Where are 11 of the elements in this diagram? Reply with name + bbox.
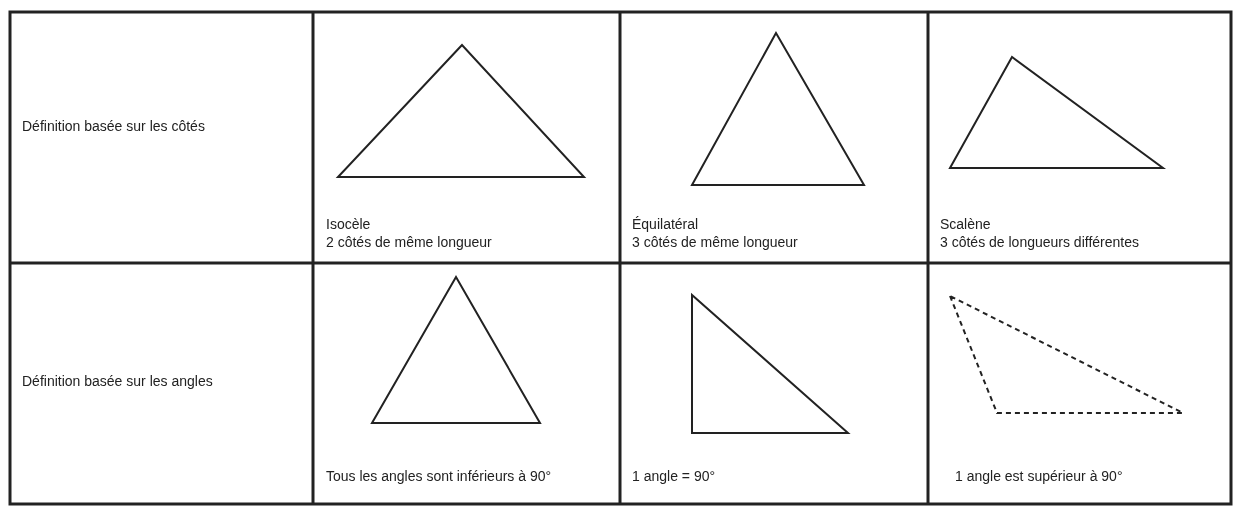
triangle-caption: Équilatéral bbox=[632, 216, 700, 233]
triangle-caption: 1 angle = 90° bbox=[632, 468, 717, 485]
triangle-caption: 1 angle est supérieur à 90° bbox=[955, 468, 1124, 485]
triangle-caption: 3 côtés de même longueur bbox=[632, 234, 799, 251]
triangle-caption: Tous les angles sont inférieurs à 90° bbox=[326, 468, 553, 485]
triangle-caption: 3 côtés de longueurs différentes bbox=[940, 234, 1140, 251]
row-header: Définition basée sur les côtés bbox=[22, 118, 206, 135]
row-header: Définition basée sur les angles bbox=[22, 373, 214, 390]
triangle-caption: 2 côtés de même longueur bbox=[326, 234, 493, 251]
triangle-caption: Scalène bbox=[940, 216, 992, 233]
triangle-caption: Isocèle bbox=[326, 216, 372, 233]
